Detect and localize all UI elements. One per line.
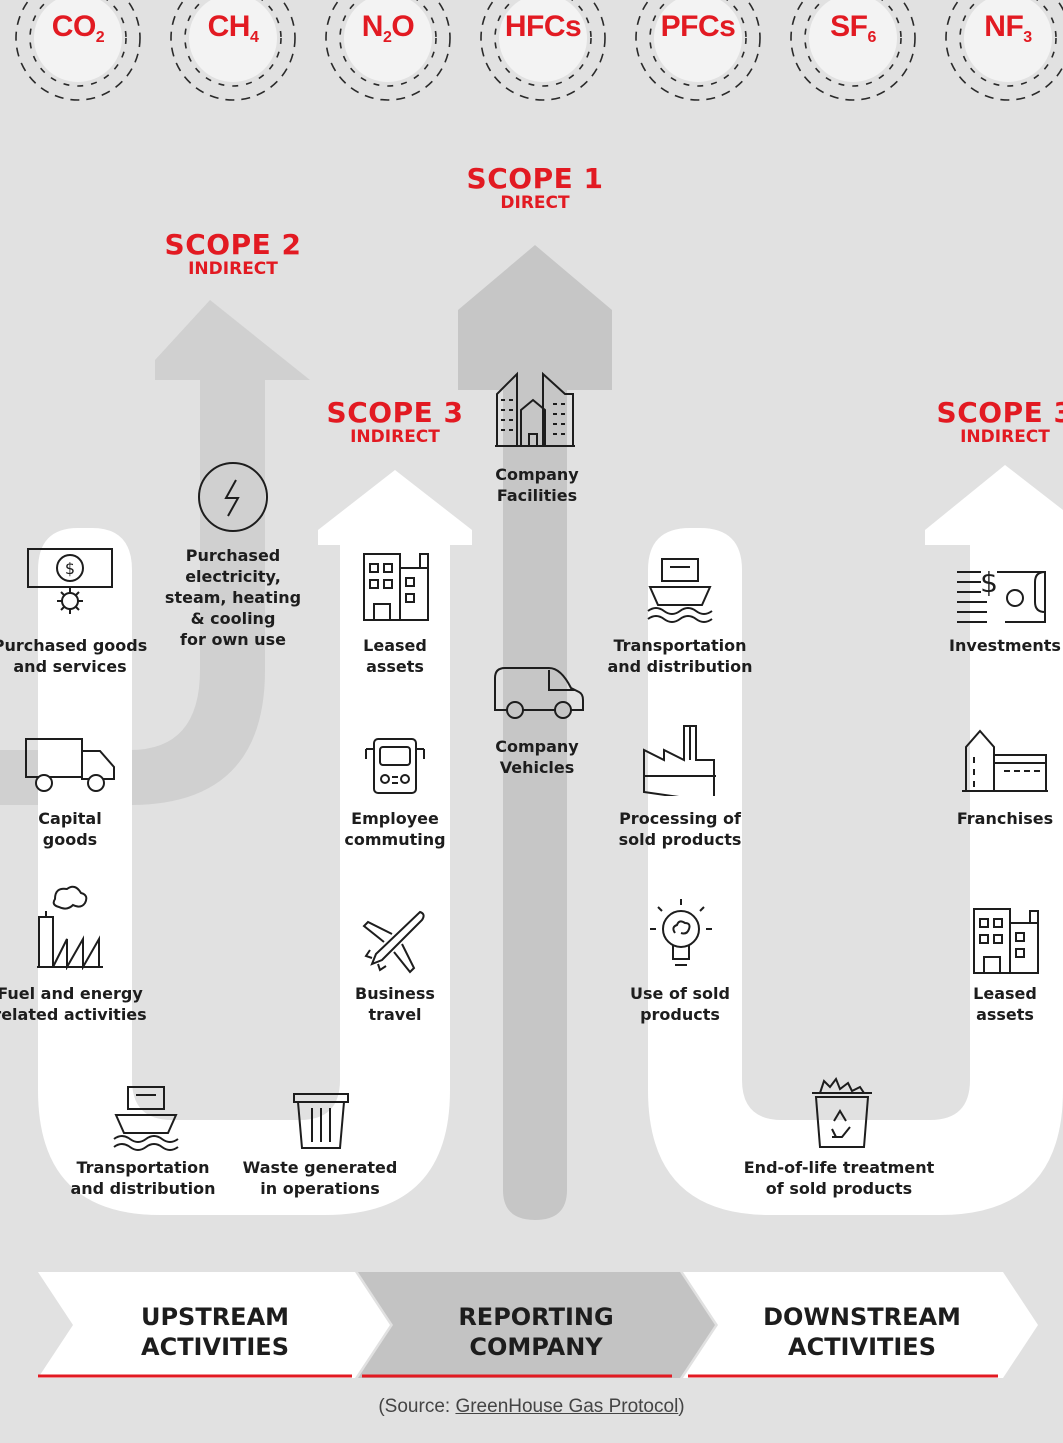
label-investments: Investments (949, 636, 1061, 655)
delivery-truck-icon (25, 738, 115, 792)
investments-icon: $ (957, 566, 1046, 623)
company-facilities-icon (495, 371, 575, 447)
label-waste: Waste generated in operations (242, 1158, 398, 1198)
factory-icon (643, 725, 716, 796)
money-gear-icon: $ (27, 548, 113, 614)
factory-smoke-icon (37, 885, 103, 970)
band-downstream: DOWNSTREAM ACTIVITIES (763, 1303, 961, 1361)
lightbulb-icon (650, 899, 712, 966)
label-transport-downstream: Transportation and distribution (607, 636, 753, 676)
band-reporting: REPORTING COMPANY (458, 1303, 614, 1361)
gas-nf3: NF3 (984, 10, 1032, 46)
gas-sf6: SF6 (830, 10, 876, 46)
recycle-bin-icon (812, 1076, 872, 1148)
van-icon (494, 667, 584, 719)
ship-icon-downstream (647, 558, 713, 623)
label-purchased-goods: Purchased goods and services (0, 636, 148, 676)
band-upstream: UPSTREAM ACTIVITIES (140, 1303, 290, 1361)
gas-pfcs: PFCs (660, 10, 736, 43)
gas-n2o: N2O (361, 10, 415, 46)
airplane-icon (362, 910, 425, 974)
svg-text:$: $ (65, 559, 75, 578)
source-note: (Source: GreenHouse Gas Protocol) (378, 1396, 685, 1417)
gas-hfcs: HFCs (504, 10, 582, 43)
source-link[interactable]: GreenHouse Gas Protocol (455, 1396, 679, 1417)
bus-icon (365, 738, 425, 794)
leased-building-icon (973, 908, 1039, 974)
label-transport-upstream: Transportation and distribution (70, 1158, 216, 1198)
label-end-of-life: End-of-life treatment of sold products (743, 1158, 935, 1198)
franchises-icon (962, 729, 1048, 792)
label-electricity: Purchased electricity, steam, heating & … (164, 546, 302, 649)
label-fuel-energy: Fuel and energy related activities (0, 984, 147, 1024)
label-company-vehicles: Company Vehicles (495, 737, 579, 777)
label-business-travel: Business travel (355, 984, 435, 1024)
label-leased-assets-downstream: Leased assets (973, 984, 1037, 1024)
label-capital-goods: Capital goods (38, 809, 102, 849)
label-employee-commuting: Employee commuting (344, 809, 446, 849)
label-franchises: Franchises (956, 809, 1054, 828)
svg-text:$: $ (980, 566, 998, 599)
label-processing: Processing of sold products (618, 809, 742, 849)
ship-icon (113, 1086, 179, 1151)
lightning-bolt-icon (198, 462, 268, 532)
label-use-of-sold: Use of sold products (630, 984, 730, 1024)
label-company-facilities: Company Facilities (495, 465, 579, 505)
gas-ch4: CH4 (207, 10, 259, 46)
gas-co2: CO2 (51, 10, 105, 46)
label-leased-assets-upstream: Leased assets (363, 636, 427, 676)
trash-bin-icon (293, 1093, 349, 1149)
office-building-icon (363, 553, 429, 621)
